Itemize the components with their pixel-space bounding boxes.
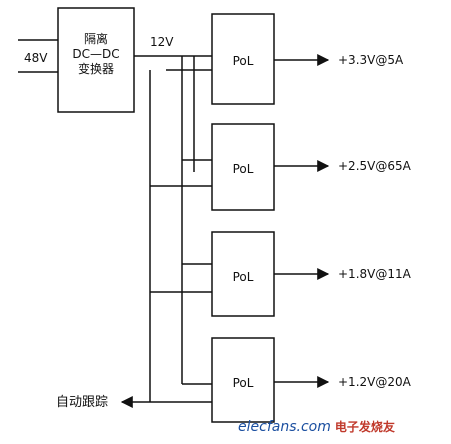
converter-label-line2: DC—DC <box>72 47 120 61</box>
bus-voltage-label: 12V <box>150 35 174 49</box>
pol-box-1 <box>211 13 275 105</box>
output-label-2: +2.5V@65A <box>338 159 411 173</box>
pol-label-3: PoL <box>232 270 254 284</box>
pol-box-4 <box>211 337 275 423</box>
dcdc-converter-box <box>57 7 135 113</box>
output-label-4: +1.2V@20A <box>338 375 411 389</box>
converter-label-line3: 变换器 <box>77 62 114 76</box>
output-label-1: +3.3V@5A <box>338 53 404 67</box>
converter-label: 隔离 DC—DC 变换器 <box>58 32 134 77</box>
watermark-site: elecfans.com <box>238 419 331 435</box>
output-label-3: +1.8V@11A <box>338 267 411 281</box>
converter-label-line1: 隔离 <box>83 32 108 46</box>
pol-label-2: PoL <box>232 162 254 176</box>
input-voltage-label: 48V <box>24 51 48 65</box>
pol-label-4: PoL <box>232 376 254 390</box>
watermark-name: 电子发烧友 <box>334 420 395 434</box>
auto-tracking-label: 自动跟踪 <box>56 395 109 410</box>
pol-box-2 <box>211 123 275 211</box>
pol-label-1: PoL <box>232 54 254 68</box>
